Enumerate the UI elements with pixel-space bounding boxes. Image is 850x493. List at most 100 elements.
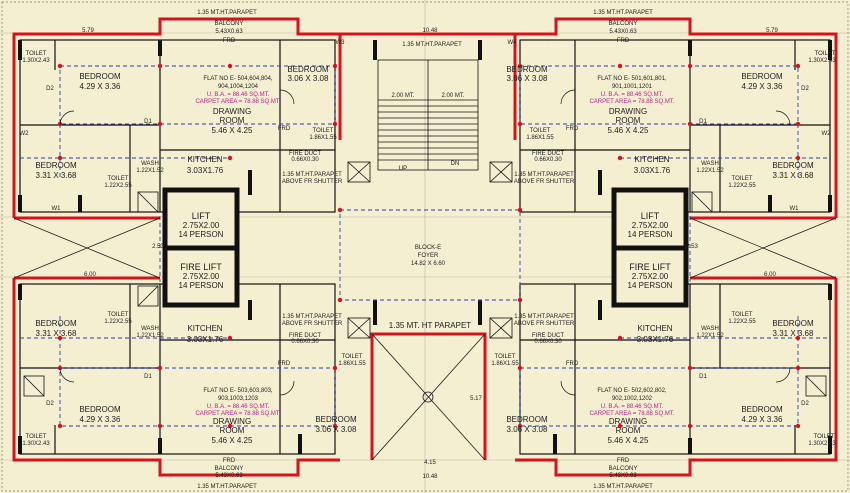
- fire-duct-sw-label: FIRE DUCT: [289, 333, 321, 339]
- door-swings: [59, 89, 791, 396]
- dim-top-left: 5.79: [82, 28, 94, 34]
- nw-drawing-label: DRAWING: [213, 107, 251, 116]
- se-bedroom-3-dim: 3.06 X 3.08: [507, 425, 548, 434]
- top-parapet-right: 1.35 MT.HT.PARAPET: [593, 10, 653, 16]
- se-drawing-label: DRAWING: [609, 417, 647, 426]
- ne-toilet-1-dim: 1.30X2.43: [808, 58, 836, 64]
- nw-toilet-2-label: TOILET: [108, 176, 129, 182]
- tag-w4-ne: W4: [508, 40, 518, 46]
- stair-width-left: 2.00 MT.: [391, 93, 414, 99]
- se-toilet-2-label: TOILET: [495, 354, 516, 360]
- frd-bottom-left: FRD: [223, 458, 236, 464]
- fire-lift-left-dim: 2.75X2.00: [183, 272, 220, 281]
- ne-toilet-3-label: TOILET: [530, 128, 551, 134]
- shutter-parapet-ne: 1.35 MT.HT.PARAPET: [514, 172, 574, 178]
- sw-wash-label: WASH: [141, 326, 159, 332]
- ne-toilet-1-label: TOILET: [815, 51, 836, 57]
- frd-top-left: FRD: [223, 38, 236, 44]
- nw-wash-label: WASH: [141, 161, 159, 167]
- dim-left-gap: 2.53: [152, 244, 164, 250]
- dim-top-right: 5.79: [766, 28, 778, 34]
- sw-toilet-1-dim: 1.22X2.55: [104, 319, 132, 325]
- shutter-above-nw: ABOVE FR SHUTTER: [282, 179, 343, 185]
- se-toilet-2-dim: 1.86X1.55: [491, 361, 519, 367]
- dim-top-center: 10.48: [422, 28, 438, 34]
- se-toilet-3-label: TOILET: [814, 434, 835, 440]
- ne-bedroom-2-dim: 3.06 X 3.08: [507, 74, 548, 83]
- tag-frd-ne: FRD: [566, 126, 579, 132]
- sw-bedroom-2-dim: 4.29 X 3.36: [80, 415, 121, 424]
- tag-d2-ne: D2: [801, 86, 809, 92]
- se-flat-carpet: CARPET AREA = 78.88 SQ.MT.: [589, 411, 674, 417]
- se-bedroom-2-dim: 4.29 X 3.36: [742, 415, 783, 424]
- nw-toilet-2-dim: 1.22X2.55: [104, 183, 132, 189]
- tag-frd-nw: FRD: [278, 126, 291, 132]
- nw-bedroom-1-dim: 4.29 X 3.36: [80, 82, 121, 91]
- tag-d1-sw: D1: [144, 374, 152, 380]
- sw-bedroom-1-dim: 3.31 X 3.68: [36, 329, 77, 338]
- nw-bedroom-3-label: BEDROOM: [35, 161, 77, 170]
- top-parapet-center: 1.35 MT.HT.PARAPET: [402, 42, 462, 48]
- tag-w2-ne: W2: [822, 131, 832, 137]
- nw-toilet-3-dim: 1.86X1.55: [309, 135, 337, 141]
- nw-kitchen-label: KITCHEN: [187, 155, 222, 164]
- se-kitchen-dim: 3.03X1.76: [637, 335, 674, 344]
- dim-right-void: 6.00: [764, 272, 776, 278]
- se-wash-dim: 1.22X1.52: [696, 333, 724, 339]
- tag-frd-sw: FRD: [278, 361, 291, 367]
- ne-bedroom-1-label: BEDROOM: [741, 72, 783, 81]
- sw-flat-title: FLAT NO E- 503,603,803,: [203, 388, 272, 394]
- tag-d2-sw: D2: [46, 401, 54, 407]
- ne-kitchen-label: KITCHEN: [634, 155, 669, 164]
- ne-bedroom-3-label: BEDROOM: [772, 161, 814, 170]
- se-flat-title-2: 902,1002,1202: [612, 396, 653, 402]
- sw-kitchen-dim: 3.03X1.76: [187, 335, 224, 344]
- ne-bedroom-1-dim: 4.29 X 3.36: [742, 82, 783, 91]
- sw-toilet-3-dim: 1.30X2.43: [22, 441, 50, 447]
- ne-drawing-label: DRAWING: [609, 107, 647, 116]
- se-bedroom-2-label: BEDROOM: [741, 405, 783, 414]
- fire-duct-ne-dim: 0.66X0.30: [534, 157, 562, 163]
- sw-toilet-2-dim: 1.86X1.55: [338, 361, 366, 367]
- ne-flat-uba: U. B.A. = 88.46 SQ.MT.: [601, 92, 664, 98]
- se-bedroom-1-label: BEDROOM: [772, 319, 814, 328]
- lift-left-dim: 2.75X2.00: [183, 221, 220, 230]
- foyer-label: FOYER: [418, 253, 439, 259]
- tag-w1-nw: W1: [52, 206, 62, 212]
- sw-flat-uba: U. B.A. = 88.46 SQ.MT.: [207, 404, 270, 410]
- shutter-above-ne: ABOVE FR SHUTTER: [514, 179, 575, 185]
- fire-duct-ne-label: FIRE DUCT: [532, 151, 564, 157]
- sw-wash-dim: 1.22X1.52: [136, 333, 164, 339]
- nw-flat-title-2: 904,1004,1204: [218, 84, 259, 90]
- nw-bedroom-1-label: BEDROOM: [79, 72, 121, 81]
- fire-duct-nw-label: FIRE DUCT: [289, 151, 321, 157]
- lift-right-label: LIFT: [641, 211, 660, 221]
- sw-drawing-label: DRAWING: [213, 417, 251, 426]
- ne-kitchen-dim: 3.03X1.76: [634, 166, 671, 175]
- sw-toilet-3-label: TOILET: [26, 434, 47, 440]
- parapet-band-label: 1.35 MT. HT PARAPET: [389, 321, 472, 330]
- flat-boundaries: [12, 17, 838, 477]
- tag-w1-ne: W1: [790, 206, 800, 212]
- balcony-se-label: BALCONY: [609, 466, 638, 472]
- sw-kitchen-label: KITCHEN: [187, 324, 222, 333]
- se-toilet-1-dim: 1.22X2.55: [728, 319, 756, 325]
- dim-bottom-void: 4.15: [424, 460, 436, 466]
- shutter-parapet-sw: 1.35 MT.HT.PARAPET: [282, 314, 342, 320]
- sw-room-label: ROOM: [220, 426, 245, 435]
- shutter-parapet-se: 1.35 MT.HT.PARAPET: [514, 314, 574, 320]
- se-bedroom-1-dim: 3.31 X 3.68: [773, 329, 814, 338]
- staircase: [377, 59, 479, 171]
- dashed-grid: [20, 65, 830, 427]
- open-voids: [13, 217, 837, 461]
- nw-toilet-1-dim: 1.30X2.43: [22, 58, 50, 64]
- fire-lift-right-label: FIRE LIFT: [629, 262, 671, 272]
- balcony-se-dim: 5.43X0.63: [609, 473, 637, 479]
- top-parapet-left: 1.35 MT.HT.PARAPET: [197, 10, 257, 16]
- nw-flat-title: FLAT NO E- 504,604,804,: [203, 76, 272, 82]
- lift-left-capacity: 14 PERSON: [179, 230, 224, 239]
- fire-ducts: [347, 161, 513, 339]
- se-drawing-dim: 5.46 X 4.25: [608, 436, 649, 445]
- dim-left-void: 6.00: [84, 272, 96, 278]
- nw-toilet-3-label: TOILET: [313, 128, 334, 134]
